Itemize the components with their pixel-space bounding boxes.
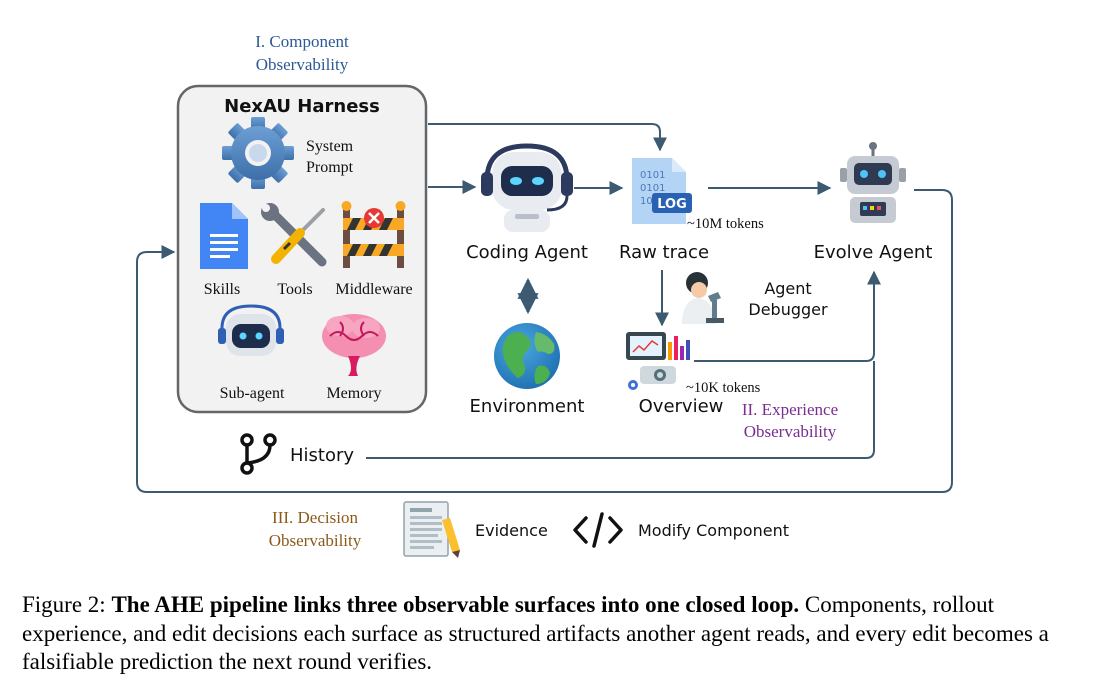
svg-text:10: 10 <box>640 196 653 207</box>
gear-icon <box>222 117 294 189</box>
decision-observability-line1: III. Decision <box>272 508 358 527</box>
svg-text:0101: 0101 <box>640 170 665 181</box>
raw-trace-tokens: ~10M tokens <box>687 216 764 232</box>
agent-debugger-line1: Agent <box>764 279 811 298</box>
decision-observability-line2: Observability <box>269 531 362 550</box>
caption-prefix: Figure 2: <box>22 592 112 617</box>
component-observability-line2: Observability <box>256 55 349 74</box>
evolve-agent-robot-icon <box>840 142 906 223</box>
experience-observability-line2: Observability <box>744 422 837 441</box>
brain-icon <box>322 314 386 376</box>
figure-caption: Figure 2: The AHE pipeline links three o… <box>22 591 1087 677</box>
document-icon <box>200 203 248 269</box>
log-file-icon: 0101 0101 10 LOG <box>632 158 692 224</box>
history-label: History <box>290 445 354 466</box>
evolve-agent-label: Evolve Agent <box>814 242 933 263</box>
feedback-loop-arrow <box>136 189 953 493</box>
dashboard-icon <box>626 332 690 390</box>
globe-icon <box>494 323 560 389</box>
caption-rest: Components, rollout experience, and edit… <box>22 592 1049 674</box>
tools-label: Tools <box>277 281 312 298</box>
coding-agent-robot-icon <box>481 143 573 232</box>
environment-label: Environment <box>470 396 585 417</box>
coding-agent-label: Coding Agent <box>466 242 588 263</box>
robot-icon <box>218 304 284 356</box>
evidence-document-icon <box>403 501 460 558</box>
code-icon <box>573 512 623 548</box>
modify-component-label: Modify Component <box>638 521 789 540</box>
sub-agent-label: Sub-agent <box>220 385 285 402</box>
git-branch-icon <box>240 433 277 475</box>
svg-text:0101: 0101 <box>640 183 665 194</box>
middleware-label: Middleware <box>335 281 412 298</box>
evidence-label: Evidence <box>475 521 548 540</box>
harness-to-raw-trace-arrow <box>428 123 667 152</box>
memory-label: Memory <box>326 385 381 402</box>
wrench-screwdriver-icon <box>261 203 327 267</box>
agent-debugger-line2: Debugger <box>748 300 828 319</box>
raw-trace-label: Raw trace <box>619 242 709 263</box>
experience-observability-line1: II. Experience <box>742 400 838 419</box>
system-prompt-line1: System <box>306 138 354 155</box>
barrier-icon <box>341 201 406 268</box>
ahe-pipeline-diagram: I. Component Observability NexAU Harness… <box>136 32 953 558</box>
skills-label: Skills <box>204 281 240 298</box>
overview-tokens: ~10K tokens <box>686 380 761 396</box>
overview-label: Overview <box>639 396 724 417</box>
caption-bold: The AHE pipeline links three observable … <box>111 592 800 617</box>
harness-title: NexAU Harness <box>224 96 380 117</box>
scientist-icon <box>682 272 724 324</box>
history-to-evolve-agent-line <box>366 361 875 459</box>
log-badge-text: LOG <box>657 197 687 212</box>
overview-to-evolve-agent-arrow <box>694 270 881 362</box>
component-observability-line1: I. Component <box>255 32 349 51</box>
system-prompt-line2: Prompt <box>306 159 354 176</box>
